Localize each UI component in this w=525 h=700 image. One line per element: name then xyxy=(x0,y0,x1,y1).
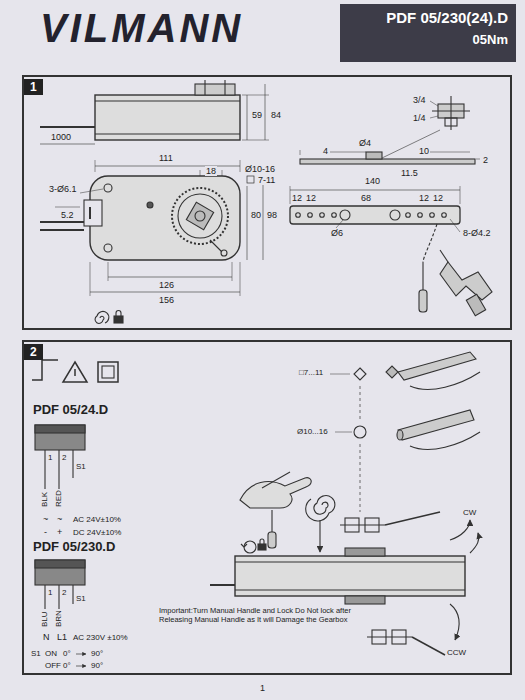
clamp-cw xyxy=(340,512,479,553)
wiring-label: BLK xyxy=(40,491,49,508)
dimension-label: 156 xyxy=(158,295,175,305)
model-header: PDF 05/230(24).D05Nm xyxy=(340,4,516,62)
wiring-label: CCW xyxy=(446,648,467,657)
mounting-plate-top xyxy=(290,186,460,262)
wiring-label: 1 xyxy=(47,453,53,462)
wiring-label: CW xyxy=(462,508,477,517)
dimension-label: 111 xyxy=(158,153,174,163)
screwdriver-and-drill xyxy=(419,250,492,316)
wiring-label: 2 xyxy=(61,588,67,597)
actuator-side-view xyxy=(40,80,269,144)
dimension-label: 1000 xyxy=(50,132,72,142)
wiring-label: S1 xyxy=(30,649,42,658)
wiring-label: AC 24V±10% xyxy=(72,515,122,524)
wiring-label: ~ xyxy=(42,514,49,524)
wiring-label: 90° xyxy=(90,661,104,670)
wiring-label: 0° xyxy=(62,661,72,670)
dimension-label: Ø6 xyxy=(330,228,344,238)
section-number: 1 xyxy=(24,79,43,95)
clamp-detail xyxy=(382,96,470,158)
dimension-label: 3/4 xyxy=(412,95,427,105)
shaft-round xyxy=(335,410,480,449)
wiring-230v xyxy=(35,560,86,666)
power-symbols xyxy=(32,360,118,382)
wiring-label: ON xyxy=(44,649,58,658)
wiring-label: BLU xyxy=(40,610,49,628)
wiring-label: N xyxy=(42,632,51,642)
wiring-label: □7...11 xyxy=(298,368,324,377)
section-number: 2 xyxy=(24,344,43,360)
wiring-label: S1 xyxy=(75,594,87,603)
wiring-label: AC 230V ±10% xyxy=(72,633,129,642)
spring-lock-icons xyxy=(95,311,123,324)
dimension-label: 80 xyxy=(250,210,262,220)
dimension-label: 126 xyxy=(158,280,175,290)
warning-note: Important:Turn Manual Handle and Lock Do… xyxy=(158,607,360,624)
dimension-label: 68 xyxy=(360,193,372,203)
brand-logo: VILMANN xyxy=(40,6,243,50)
dimension-label: 2 xyxy=(482,155,489,165)
dimension-label: 7-11 xyxy=(257,175,276,185)
dimension-label: 84 xyxy=(270,110,282,120)
dimension-label: 1/4 xyxy=(412,113,427,123)
wiring-label: 0° xyxy=(62,649,72,658)
wiring-label: ~ xyxy=(56,514,63,524)
wiring-label: 90° xyxy=(90,649,104,658)
actuator-bottom-view xyxy=(40,170,263,296)
dimension-label: 98 xyxy=(266,210,278,220)
dimension-label: 18 xyxy=(205,166,217,176)
dimension-label: 10 xyxy=(418,146,430,156)
manual-handle xyxy=(240,472,335,553)
page-number: 1 xyxy=(259,683,266,693)
actuator-front xyxy=(210,548,465,604)
dimension-label: 4 xyxy=(322,146,329,156)
dimension-label: 12 xyxy=(432,193,444,203)
dimension-label: 140 xyxy=(364,176,381,186)
dimension-label: 12 xyxy=(291,193,303,203)
wiring-label: DC 24V±10% xyxy=(72,528,122,537)
wiring-label: 2 xyxy=(61,453,67,462)
dimension-label: 11.5 xyxy=(400,168,419,178)
dimension-label: 5.2 xyxy=(60,210,75,220)
wiring-label: RED xyxy=(54,489,63,508)
wiring-label: 1 xyxy=(47,588,53,597)
model-text: PDF 05/230(24).D xyxy=(340,4,516,27)
dimension-label: 59 xyxy=(251,110,263,120)
wiring-label: BRN xyxy=(54,609,63,628)
wiring-label: S1 xyxy=(75,462,87,471)
model-label: PDF 05/24.D xyxy=(32,403,109,418)
wiring-label: - xyxy=(43,527,48,537)
shaft-square xyxy=(330,352,480,389)
dimension-label: 12 xyxy=(418,193,430,203)
wiring-label: Ø10...16 xyxy=(296,427,329,436)
dimension-label: Ø10-16 xyxy=(244,164,276,174)
wiring-label: L1 xyxy=(56,632,68,642)
dimension-label: Ø4 xyxy=(358,138,372,148)
model-text: 05Nm xyxy=(340,27,516,48)
dimension-label: 12 xyxy=(305,193,317,203)
section-panel: 2 xyxy=(22,340,512,675)
dimension-label: 8-Ø4.2 xyxy=(462,228,492,238)
wiring-24v xyxy=(35,425,85,489)
wiring-label: OFF xyxy=(44,661,62,670)
wiring-label: + xyxy=(56,527,63,537)
dimension-label: 3-Ø6.1 xyxy=(48,184,78,194)
model-label: PDF 05/230.D xyxy=(32,540,116,555)
